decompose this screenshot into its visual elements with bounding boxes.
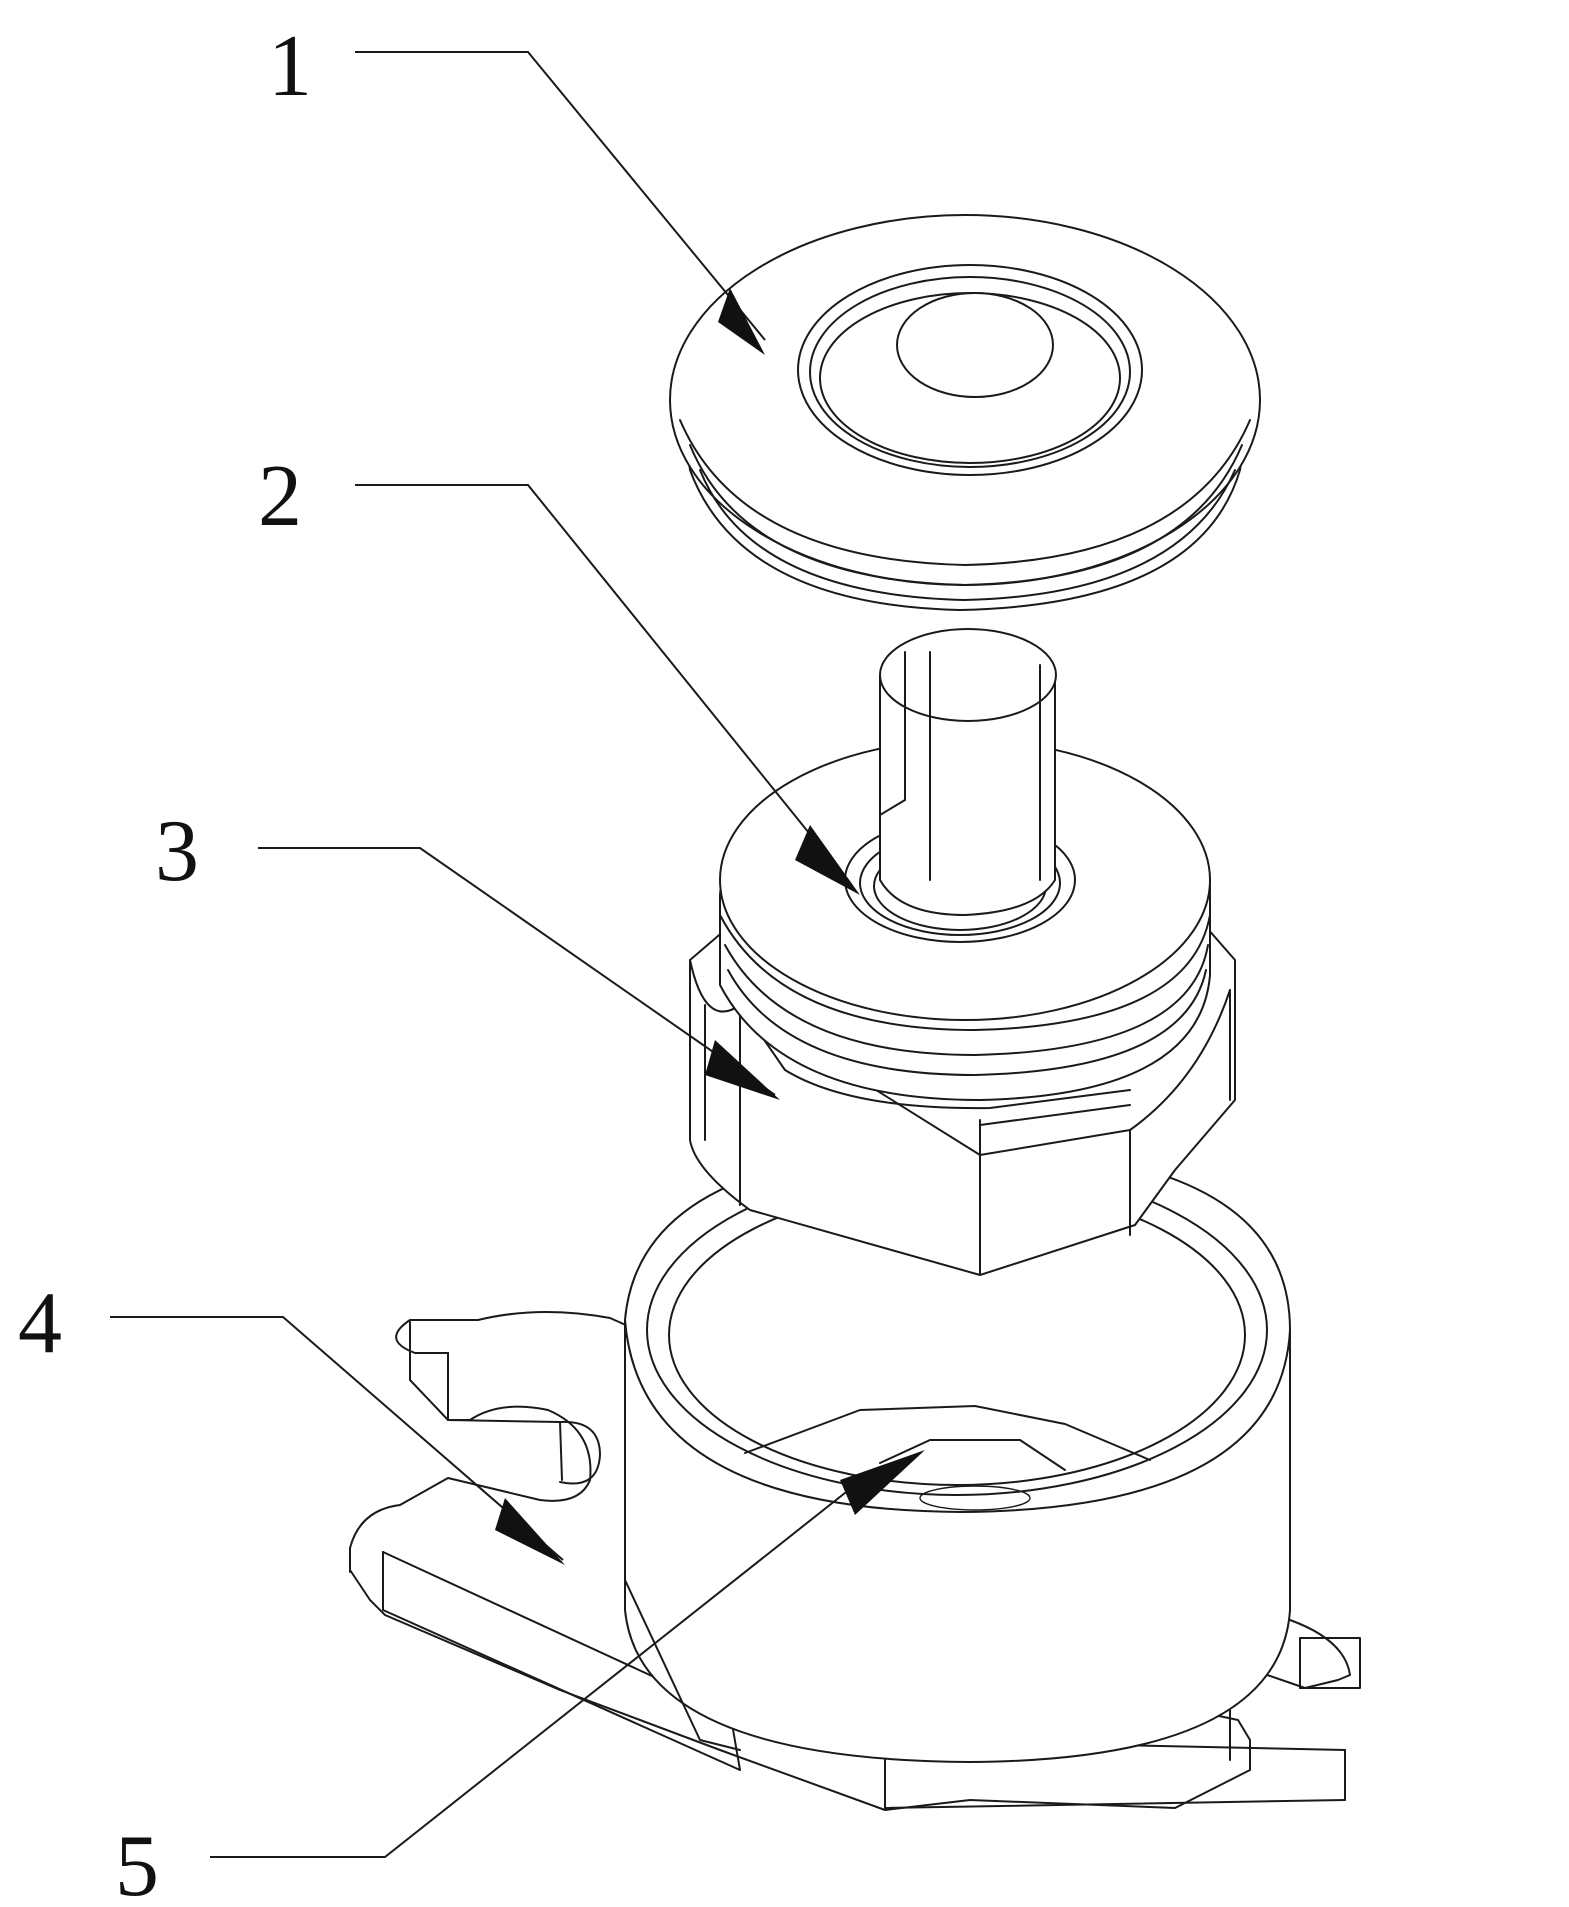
callout-label-5: 5 — [115, 1818, 159, 1907]
insert-body — [719, 628, 1211, 1101]
arrowhead-5 — [840, 1450, 925, 1515]
cap — [669, 214, 1261, 611]
arrowhead-4 — [495, 1498, 565, 1565]
callout-label-1: 1 — [268, 18, 312, 115]
leader-line-4 — [110, 1316, 564, 1561]
cup-body — [624, 1147, 1291, 1763]
arrowhead-2 — [795, 825, 860, 895]
callout-4: 4 — [18, 1275, 565, 1565]
leader-line-5 — [210, 1484, 856, 1858]
callout-2: 2 — [258, 448, 860, 895]
callout-1: 1 — [268, 18, 766, 355]
callout-label-2: 2 — [258, 448, 302, 545]
callout-3: 3 — [155, 803, 780, 1100]
leader-line-3 — [258, 847, 776, 1096]
arrowhead-3 — [705, 1040, 780, 1100]
callout-5: 5 — [115, 1450, 925, 1907]
leader-line-1 — [355, 51, 766, 341]
arrowhead-1 — [718, 288, 765, 355]
callout-label-4: 4 — [18, 1275, 62, 1372]
leader-line-2 — [355, 484, 856, 891]
callout-label-3: 3 — [155, 803, 199, 900]
